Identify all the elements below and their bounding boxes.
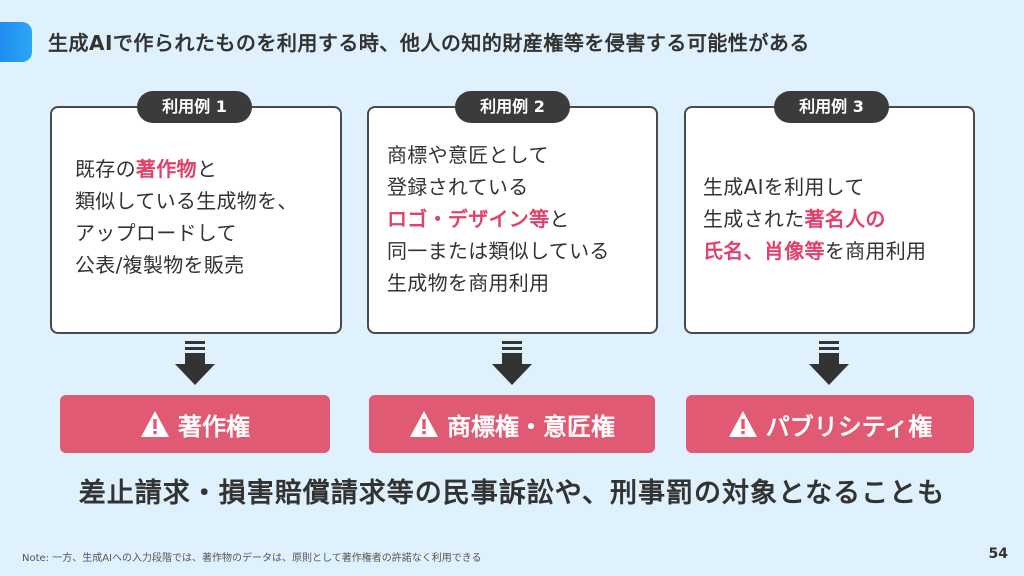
example-card-2 <box>367 106 658 334</box>
card-text-line: 公表/複製物を販売 <box>75 249 298 281</box>
card-text-line: 類似している生成物を、 <box>75 185 298 217</box>
right-name: 商標権・意匠権 <box>447 412 615 441</box>
right-box-copyright: 著作権 <box>60 395 330 453</box>
example-card-1 <box>50 106 342 334</box>
text-segment: 商標や意匠として <box>387 143 549 167</box>
card-text-line: 商標や意匠として <box>387 139 610 171</box>
card-text-line: 生成AIを利用して <box>703 171 926 203</box>
conclusion-text: 差止請求・損害賠償請求等の民事訴訟や、刑事罰の対象となることも <box>78 478 946 509</box>
card-text-line: 氏名、肖像等を商用利用 <box>703 235 926 267</box>
text-segment: 類似している生成物を、 <box>75 189 298 213</box>
text-segment: 同一または類似している <box>387 239 610 263</box>
title-accent-tab <box>0 22 32 62</box>
text-segment: を商用利用 <box>824 239 927 263</box>
down-arrow-icon <box>492 341 532 385</box>
right-box-trademark-design: 商標権・意匠権 <box>369 395 655 453</box>
warning-icon <box>141 411 169 437</box>
right-name: 著作権 <box>178 412 250 441</box>
highlighted-term: 著名人の <box>804 207 886 231</box>
footnote: Note: 一方、生成AIへの入力段階では、著作物のデータは、原則として著作権者… <box>22 553 482 564</box>
right-box-publicity: パブリシティ権 <box>686 395 974 453</box>
card-text-line: アップロードして <box>75 217 298 249</box>
card-text-line: 登録されている <box>387 171 610 203</box>
text-segment: 生成された <box>703 207 805 231</box>
highlighted-term: 著作物 <box>135 157 197 181</box>
example-label-1: 利用例 1 <box>137 91 252 123</box>
example-text-3: 生成AIを利用して生成された著名人の氏名、肖像等を商用利用 <box>703 171 926 267</box>
example-label-3: 利用例 3 <box>774 91 889 123</box>
example-card-3 <box>684 106 975 334</box>
card-text-line: 生成された著名人の <box>703 203 926 235</box>
slide-title: 生成AIで作られたものを利用する時、他人の知的財産権等を侵害する可能性がある <box>48 31 810 55</box>
highlighted-term: 氏名、肖像等 <box>703 239 825 263</box>
text-segment: と <box>196 157 218 181</box>
text-segment: 生成AIを利用して <box>703 175 865 199</box>
text-segment: アップロードして <box>75 221 237 245</box>
down-arrow-icon <box>175 341 215 385</box>
text-segment: 公表/複製物を販売 <box>75 253 245 277</box>
page-number: 54 <box>988 546 1008 562</box>
text-segment: 既存の <box>75 157 136 181</box>
highlighted-term: ロゴ・デザイン等 <box>387 207 550 231</box>
text-segment: 生成物を商用利用 <box>387 271 550 295</box>
warning-icon <box>728 411 757 437</box>
card-text-line: 同一または類似している <box>387 235 610 267</box>
card-text-line: 既存の著作物と <box>75 153 298 185</box>
card-text-line: 生成物を商用利用 <box>387 267 610 299</box>
warning-icon <box>410 411 438 437</box>
card-text-line: ロゴ・デザイン等と <box>387 203 610 235</box>
down-arrow-icon <box>809 341 849 385</box>
text-segment: と <box>549 207 570 231</box>
example-text-1: 既存の著作物と類似している生成物を、アップロードして公表/複製物を販売 <box>75 153 298 281</box>
example-label-2: 利用例 2 <box>455 91 570 123</box>
text-segment: 登録されている <box>387 175 529 199</box>
right-name: パブリシティ権 <box>765 412 933 441</box>
example-text-2: 商標や意匠として登録されているロゴ・デザイン等と同一または類似している生成物を商… <box>387 139 610 299</box>
